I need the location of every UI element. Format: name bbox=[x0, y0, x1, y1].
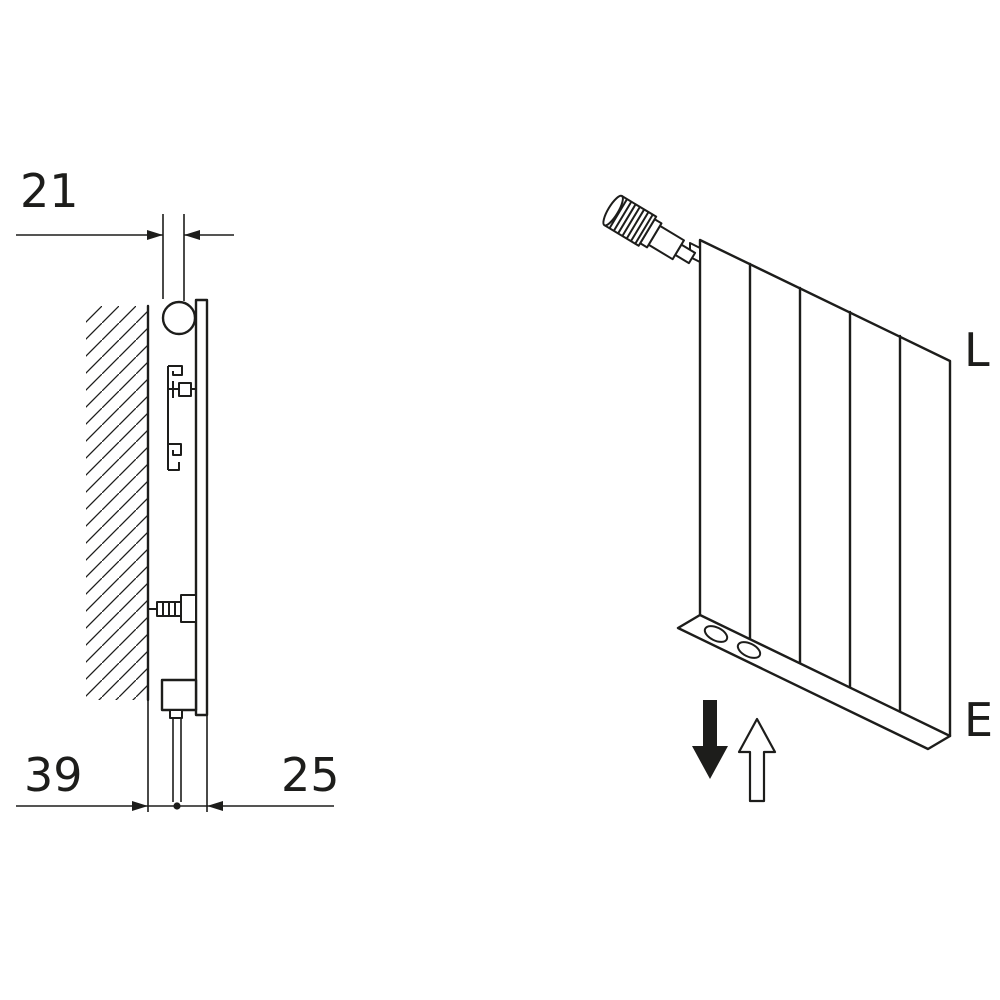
arrowhead-left bbox=[207, 801, 223, 811]
label-top-connection: L bbox=[964, 323, 990, 377]
floor-connection-foot bbox=[160, 678, 198, 802]
top-rail-tube bbox=[161, 300, 197, 336]
radiator-front-face bbox=[698, 238, 952, 738]
dimension-top: 21 bbox=[16, 164, 234, 301]
bottom-header bbox=[676, 613, 952, 751]
connection-hole bbox=[703, 625, 729, 643]
radiator-panel-profile bbox=[161, 298, 209, 717]
flow-down-arrow-icon bbox=[692, 700, 728, 779]
arrowhead-left bbox=[184, 230, 200, 240]
dimension-bottom: 39 25 bbox=[16, 700, 340, 812]
label-bottom-connection: E bbox=[964, 693, 993, 747]
thermostatic-valve-icon bbox=[602, 194, 701, 265]
flow-up-arrow-icon bbox=[737, 717, 777, 803]
dimension-bottom-right-value: 25 bbox=[281, 748, 340, 802]
wall-bracket-lower bbox=[149, 594, 197, 623]
datum-dot bbox=[173, 802, 181, 810]
wall-bracket-upper bbox=[167, 365, 196, 471]
dimension-top-value: 21 bbox=[20, 164, 79, 218]
side-view: 21 39 25 bbox=[16, 164, 340, 812]
dimension-bottom-left-value: 39 bbox=[24, 748, 83, 802]
arrowhead-right bbox=[132, 801, 148, 811]
perspective-view: L E bbox=[602, 194, 993, 803]
arrowhead-right bbox=[147, 230, 163, 240]
wall-hatch bbox=[86, 304, 150, 702]
connection-hole bbox=[736, 641, 762, 659]
